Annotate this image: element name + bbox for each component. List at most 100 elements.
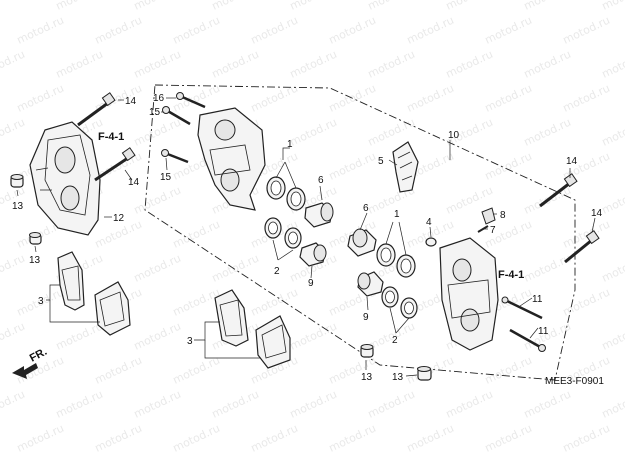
- callout-9-lower: 9: [363, 312, 369, 323]
- bleeder-8: [481, 207, 496, 225]
- watermark-text: motod.ru: [15, 82, 66, 115]
- bolt-14-lower-right: [564, 230, 600, 264]
- watermark-text: motod.ru: [132, 48, 183, 81]
- watermark-text: motod.ru: [54, 48, 105, 81]
- left-caliper-body: [29, 121, 101, 236]
- callout-3-left: 3: [38, 296, 44, 307]
- watermark-text: motod.ru: [600, 252, 625, 285]
- pin-11-lower: [509, 328, 546, 352]
- bolt-16: [176, 92, 206, 109]
- watermark-text: motod.ru: [210, 0, 261, 13]
- bolt-14-upper-left: [77, 92, 116, 127]
- callout-5: 5: [378, 156, 384, 167]
- callout-8: 8: [500, 210, 506, 221]
- callout-3-center: 3: [187, 336, 193, 347]
- piston-6-lower: [347, 228, 377, 257]
- watermark-text: motod.ru: [210, 388, 261, 421]
- assembly-frame: [144, 84, 576, 381]
- watermark-text: motod.ru: [366, 0, 417, 13]
- callout-12: 12: [113, 213, 125, 224]
- watermark-text: motod.ru: [0, 116, 27, 149]
- callout-13-left-b: 13: [29, 255, 41, 266]
- bolt-15-lower: [161, 149, 189, 164]
- seal-2-d: [400, 297, 418, 319]
- watermark-text: motod.ru: [522, 252, 573, 285]
- callout-16: 16: [153, 93, 165, 104]
- watermark-text: motod.ru: [54, 0, 105, 13]
- watermark-text: motod.ru: [171, 286, 222, 319]
- callout-14-upper-left: 14: [125, 96, 137, 107]
- callout-7: 7: [490, 225, 496, 236]
- piston-9-lower: [357, 271, 384, 297]
- watermark-text: motod.ru: [600, 48, 625, 81]
- callout-6-lower: 6: [363, 203, 369, 214]
- watermark-text: motod.ru: [210, 252, 261, 285]
- watermark-text: motod.ru: [600, 116, 625, 149]
- watermark-text: motod.ru: [366, 388, 417, 421]
- seal-1-a: [266, 176, 286, 200]
- watermark-text: motod.ru: [327, 150, 378, 183]
- watermark-text: motod.ru: [132, 116, 183, 149]
- front-arrow-icon: [12, 363, 38, 379]
- watermark-text: motod.ru: [171, 218, 222, 251]
- callout-6-upper: 6: [318, 175, 324, 186]
- callout-13-left-a: 13: [12, 201, 24, 212]
- callout-11-lower: 11: [538, 326, 549, 337]
- callout-15-lower: 15: [160, 172, 172, 183]
- callout-9-upper: 9: [308, 278, 314, 289]
- ref-label-left: F-4-1: [98, 131, 124, 143]
- callout-14-lower-right: 14: [591, 208, 603, 219]
- leader-lines: [16, 97, 596, 377]
- watermark-text: motod.ru: [0, 388, 27, 421]
- watermark-text: motod.ru: [93, 422, 144, 455]
- watermark-text: motod.ru: [0, 252, 27, 285]
- callout-1-lower: 1: [394, 209, 400, 220]
- watermark-text: motod.ru: [444, 388, 495, 421]
- watermark-text: motod.ru: [600, 0, 625, 13]
- watermark-text: motod.ru: [366, 48, 417, 81]
- watermark-text: motod.ru: [405, 14, 456, 47]
- watermark-text: motod.ru: [249, 286, 300, 319]
- ref-label-right: F-4-1: [498, 269, 524, 281]
- watermark-text: motod.ru: [405, 422, 456, 455]
- callout-13-right-b: 13: [392, 372, 404, 383]
- seal-1-d: [396, 254, 416, 278]
- cap-13-right-b: [417, 366, 432, 381]
- watermark-text: motod.ru: [405, 82, 456, 115]
- caliper-half-center: [197, 107, 266, 211]
- callout-13-right-a: 13: [361, 372, 373, 383]
- callout-4: 4: [426, 217, 432, 228]
- watermark-text: motod.ru: [0, 320, 27, 353]
- watermark-text: motod.ru: [327, 14, 378, 47]
- watermark-text: motod.ru: [132, 252, 183, 285]
- watermark-text: motod.ru: [15, 422, 66, 455]
- diagram-code: MEE3-F0901: [545, 376, 604, 387]
- watermark-text: motod.ru: [93, 14, 144, 47]
- watermark-text: motod.ru: [288, 0, 339, 13]
- seal-2-a: [264, 217, 282, 239]
- watermark-text: motod.ru: [288, 388, 339, 421]
- pin-11-upper: [501, 296, 543, 320]
- pad-spring-5: [392, 141, 419, 193]
- watermark-text: motod.ru: [288, 116, 339, 149]
- watermark-text: motod.ru: [210, 48, 261, 81]
- watermark-text: motod.ru: [0, 48, 27, 81]
- watermark-text: motod.ru: [327, 422, 378, 455]
- watermark-text: motod.ru: [132, 0, 183, 13]
- watermark-text: motod.ru: [249, 14, 300, 47]
- watermark-text: motod.ru: [0, 0, 27, 13]
- watermark-text: motod.ru: [288, 320, 339, 353]
- brake-pad-left-b: [94, 281, 131, 336]
- bolt-15-upper: [162, 106, 191, 126]
- watermark-text: motod.ru: [561, 286, 612, 319]
- watermark-text: motod.ru: [171, 422, 222, 455]
- watermark-text: motod.ru: [600, 388, 625, 421]
- watermark-text: motod.ru: [483, 354, 534, 387]
- watermark-text: motod.ru: [483, 422, 534, 455]
- watermark-text: motod.ru: [561, 422, 612, 455]
- bolt-14-lower-left: [94, 147, 136, 182]
- watermark-text: motod.ru: [15, 14, 66, 47]
- callout-2-upper: 2: [274, 266, 280, 277]
